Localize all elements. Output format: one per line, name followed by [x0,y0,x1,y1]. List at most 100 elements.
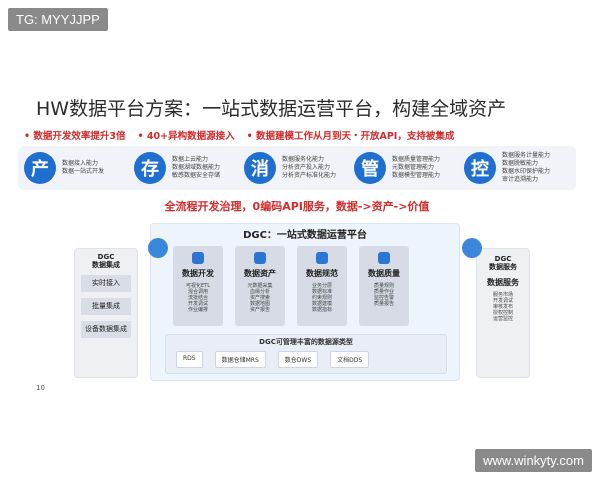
capability-consume: 消 数据服务化能力 分析资产投入能力 分析资产标准化能力 [244,152,350,184]
module-title: 数据规范 [306,269,338,278]
right-header-line: 数据服务 [489,263,517,271]
store-icon: 存 [134,152,166,184]
module-line: 业务分层 [311,283,332,289]
right-title: 数据服务 [487,278,519,287]
subtitle: 全流程开发治理，0编码API服务，数据->资产->价值 [164,200,430,213]
module-line: 质量报告 [373,301,394,307]
right-line: 审核发布 [492,304,513,310]
produce-icon: 产 [24,152,56,184]
module-line: 血缘分析 [249,289,270,295]
bullet-3: 数据建模工作从月到天・开放API，支持被集成 [247,128,454,142]
capability-control: 控 数据服务计量能力 数据脱敏能力 数据水印保护能力 审计追溯能力 [464,152,570,184]
left-box-device: 设备数据集成 [81,321,131,338]
module-title: 数据开发 [182,269,214,278]
manage-icon: 管 [354,152,386,184]
manage-lines: 数据质量管理能力 元数据管理能力 数据模型管理能力 [392,156,440,180]
manage-line: 数据质量管理能力 [392,156,441,163]
module-line: 数据建模 [311,301,332,307]
module-title: 数据资产 [244,269,276,278]
quality-icon [378,252,390,264]
module-line: 数据指标 [311,307,332,313]
left-header-line: DGC [97,253,115,261]
consume-lines: 数据服务化能力 分析资产投入能力 分析资产标准化能力 [282,156,336,180]
center-panel: DGC：一站式数据运营平台 数据开发 可视化ETL 混合调用 流批结合 开发调试… [150,223,460,381]
manage-line: 数据模型管理能力 [392,172,441,179]
left-box-batch: 批量集成 [81,298,131,315]
control-lines: 数据服务计量能力 数据脱敏能力 数据水印保护能力 审计追溯能力 [502,152,550,184]
source-list: RDS 数据仓储MRS 数仓DWS 文档DDS [176,351,370,368]
left-header-line: 数据集成 [92,261,120,269]
module-line: 监控告警 [373,295,394,301]
module-line: 数据标准 [311,289,332,295]
module-dev: 数据开发 可视化ETL 混合调用 流批结合 开发调试 作业编排 [173,246,223,326]
source-rds: RDS [176,351,203,368]
produce-line: 数据一站式开发 [62,168,105,175]
produce-lines: 数据接入能力 数据一站式开发 [62,160,104,176]
source-dws: 数仓DWS [277,351,319,368]
module-line: 资产报告 [249,307,270,313]
control-line: 数据水印保护能力 [502,168,551,175]
store-line: 敏感数据安全存储 [172,172,221,179]
right-header-line: DGC [494,255,512,263]
tag-badge: TG: MYYJJPP [8,8,108,31]
module-line: 混合调用 [187,289,208,295]
analyst-avatar-icon [462,238,482,258]
consume-line: 分析资产标准化能力 [282,172,337,179]
store-line: 数据上云能力 [172,156,209,163]
module-line: 质量规则 [373,283,394,289]
module-line: 元数据采集 [247,283,273,289]
bullet-1: 数据开发效率提升3倍 [24,128,125,142]
right-line: 运营监控 [492,316,513,322]
source-mrs: 数据仓储MRS [214,351,266,368]
module-line: 数据地图 [249,301,270,307]
module-line: 流批结合 [187,295,208,301]
right-lines: 服务市场 开发调试 审核发布 授权控制 运营监控 [477,292,529,322]
module-row: 数据开发 可视化ETL 混合调用 流批结合 开发调试 作业编排 数据资产 元数据… [173,246,409,326]
module-line: 开发调试 [187,301,208,307]
manage-line: 元数据管理能力 [392,164,435,171]
consume-line: 数据服务化能力 [282,156,325,163]
module-asset: 数据资产 元数据采集 血缘分析 资产搜索 数据地图 资产报告 [235,246,285,326]
store-lines: 数据上云能力 数据湖域数据能力 敏感数据安全存储 [172,156,220,180]
consume-icon: 消 [244,152,276,184]
control-line: 数据服务计量能力 [502,152,551,159]
store-line: 数据湖域数据能力 [172,164,221,171]
slide-title: HW数据平台方案：一站式数据运营平台，构建全域资产 [36,98,507,120]
module-quality: 数据质量 质量规则 质量作业 监控告警 质量报告 [359,246,409,326]
right-line: 开发调试 [492,298,513,304]
page-number: 10 [36,384,45,392]
module-line: 作业编排 [187,307,208,313]
module-line: 资产搜索 [249,295,270,301]
module-line: 约束规则 [311,295,332,301]
capability-row: 产 数据接入能力 数据一站式开发 存 数据上云能力 数据湖域数据能力 敏感数据安… [18,146,576,190]
developer-avatar-icon [148,238,168,258]
bullet-2: 40+异构数据源接入 [138,128,235,142]
capability-manage: 管 数据质量管理能力 元数据管理能力 数据模型管理能力 [354,152,460,184]
produce-line: 数据接入能力 [62,160,99,167]
module-line: 可视化ETL [186,283,210,289]
slide: HW数据平台方案：一站式数据运营平台，构建全域资产 数据开发效率提升3倍 40+… [18,68,582,408]
data-source-band: DGC可管理丰富的数据源类型 RDS 数据仓储MRS 数仓DWS 文档DDS [165,334,447,374]
right-line: 授权控制 [492,310,513,316]
bullet-row: 数据开发效率提升3倍 40+异构数据源接入 数据建模工作从月到天・开放API，支… [24,128,576,142]
module-title: 数据质量 [368,269,400,278]
left-box-realtime: 实时接入 [81,275,131,292]
standard-icon [316,252,328,264]
capability-produce: 产 数据接入能力 数据一站式开发 [24,152,130,184]
capability-store: 存 数据上云能力 数据湖域数据能力 敏感数据安全存储 [134,152,240,184]
module-standard: 数据规范 业务分层 数据标准 约束规则 数据建模 数据指标 [297,246,347,326]
right-panel: DGC 数据服务 数据服务 服务市场 开发调试 审核发布 授权控制 运营监控 [476,248,530,378]
center-title: DGC：一站式数据运营平台 [243,230,367,241]
dev-icon [192,252,204,264]
module-line: 质量作业 [373,289,394,295]
control-line: 审计追溯能力 [502,176,539,183]
data-band-title: DGC可管理丰富的数据源类型 [259,338,353,346]
right-line: 服务市场 [492,292,513,298]
control-icon: 控 [464,152,496,184]
left-header: DGC 数据集成 [75,253,137,269]
source-dds: 文档DDS [330,351,370,368]
consume-line: 分析资产投入能力 [282,164,331,171]
control-line: 数据脱敏能力 [502,160,539,167]
asset-icon [254,252,266,264]
left-panel: DGC 数据集成 实时接入 批量集成 设备数据集成 [74,248,138,378]
